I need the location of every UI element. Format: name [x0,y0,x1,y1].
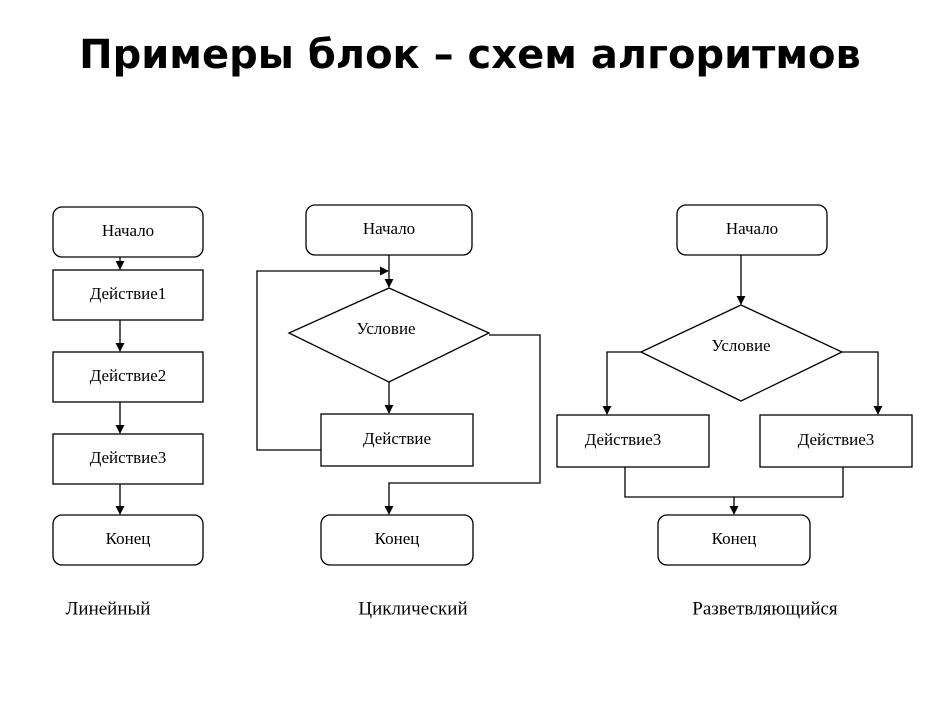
branching-action-left-label: Действие3 [585,430,662,449]
cyclic-caption: Циклический [358,598,467,619]
linear-action2-node: Действие2 [52,351,204,403]
linear-action2-label: Действие2 [90,366,167,385]
branching-action-left-node: Действие3 [556,414,710,468]
branching-end-label: Конец [712,529,757,548]
cyclic-action-label: Действие [363,429,431,448]
linear-flowchart: Начало Действие1 Действие2 Действие3 Кон… [52,206,204,619]
branching-flowchart: Начало Условие Действие3 Действие3 Конец… [556,204,913,619]
linear-action1-label: Действие1 [90,284,167,303]
cyclic-flowchart: Начало Условие Действие Конец Циклически… [256,204,541,619]
linear-start-node: Начало [52,206,204,258]
branching-condition-node: Условие [639,304,844,402]
branching-action-right-label: Действие3 [798,430,875,449]
branching-action-right-node: Действие3 [759,414,913,468]
branching-edge-condition-left [602,351,641,415]
branching-edge-condition-right [842,351,883,415]
branching-condition-label: Условие [711,336,770,355]
cyclic-loop-back-edge [256,266,389,451]
linear-action3-node: Действие3 [52,433,204,485]
branching-merge-edge [624,467,844,498]
cyclic-condition-node: Условие [287,287,491,383]
linear-action1-node: Действие1 [52,269,204,321]
branching-start-node: Начало [676,204,828,256]
cyclic-action-node: Действие [320,413,474,467]
linear-action3-label: Действие3 [90,448,167,467]
linear-end-node: Конец [52,514,204,566]
cyclic-end-node: Конец [320,514,474,566]
branching-caption: Разветвляющийся [692,598,838,619]
cyclic-end-label: Конец [375,529,420,548]
linear-end-label: Конец [106,529,151,548]
cyclic-start-node: Начало [305,204,473,256]
branching-end-node: Конец [657,514,811,566]
cyclic-start-label: Начало [363,219,415,238]
linear-caption: Линейный [66,598,151,619]
cyclic-condition-label: Условие [356,319,415,338]
page-title: Примеры блок – схем алгоритмов [79,32,861,78]
branching-start-label: Начало [726,219,778,238]
cyclic-exit-edge [384,334,541,515]
linear-start-label: Начало [102,221,154,240]
